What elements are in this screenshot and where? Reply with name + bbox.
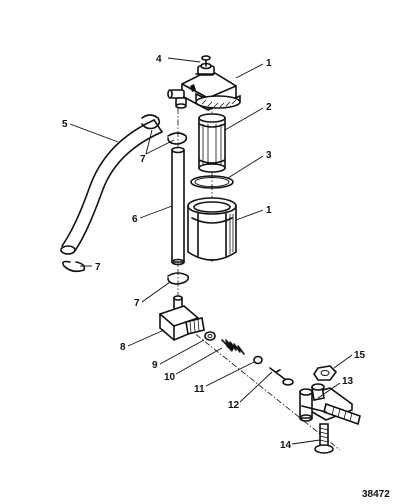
part-screw-4: [201, 55, 211, 67]
callout-labels: 1 2 3 1 4 5 7 6 7 7 8 9 10 11 12 13 14 1…: [62, 54, 366, 451]
part-o-ring: [253, 355, 263, 365]
callout-7-lower: 7: [134, 298, 140, 309]
part-filter-element: [198, 113, 226, 173]
callout-7-hose-end: 7: [95, 262, 101, 273]
callout-6: 6: [132, 214, 138, 225]
callout-13: 13: [342, 376, 354, 387]
part-bolt: [314, 423, 334, 454]
part-check-pin: [269, 367, 294, 386]
part-filter-head: [167, 62, 241, 111]
callout-9: 9: [152, 360, 158, 371]
part-washer-9: [204, 331, 216, 341]
drawing-number: 38472: [362, 489, 390, 500]
callout-7-upper: 7: [140, 154, 146, 165]
callout-8: 8: [120, 342, 126, 353]
part-fuel-tube: [171, 146, 185, 266]
callout-12: 12: [228, 400, 240, 411]
callout-15: 15: [354, 350, 366, 361]
callout-2: 2: [266, 102, 272, 113]
part-shutoff-valve: [299, 383, 361, 426]
part-hose-clips: [62, 114, 190, 285]
part-spring: [221, 339, 245, 355]
callout-14: 14: [280, 440, 292, 451]
part-filter-bowl: [187, 197, 237, 261]
leader-lines: [69, 57, 353, 445]
callout-4: 4: [156, 54, 162, 65]
part-gasket: [190, 175, 234, 189]
callout-1-head: 1: [266, 58, 272, 69]
callout-10: 10: [164, 372, 176, 383]
part-elbow-fitting: [159, 295, 205, 341]
callout-3: 3: [266, 150, 272, 161]
callout-1-bowl: 1: [266, 205, 272, 216]
callout-5: 5: [62, 119, 68, 130]
part-fuel-hose: [60, 119, 163, 255]
part-nut: [313, 365, 338, 381]
callout-11: 11: [194, 384, 205, 395]
